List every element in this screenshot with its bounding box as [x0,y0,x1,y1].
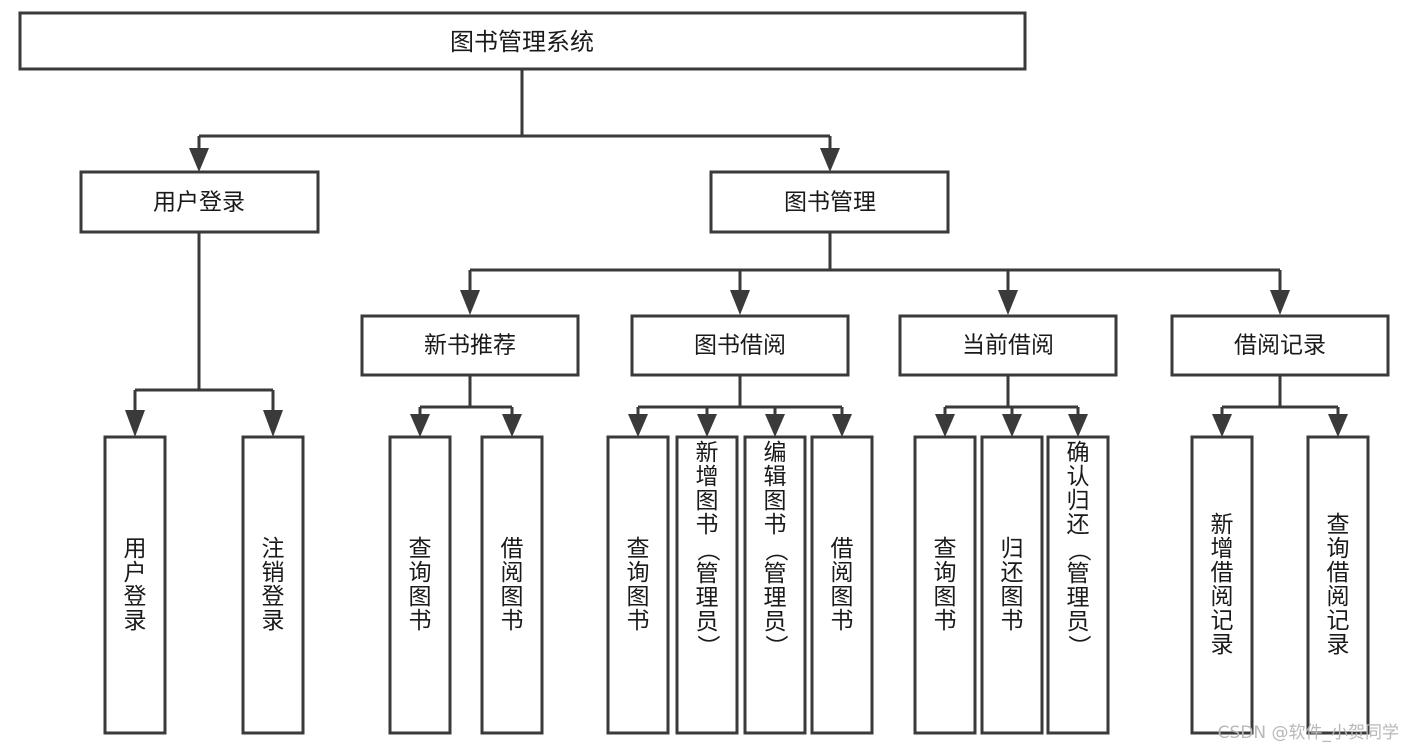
leaf-box-logout[interactable] [241,435,305,735]
arrow-head-icon [765,414,785,437]
node-box [1170,314,1390,377]
node-book-management[interactable]: 图书管理 [709,170,950,234]
node-label: 图书借阅 [694,333,786,359]
arrow-head-icon [189,148,209,172]
arrow-head-icon [1002,414,1022,437]
arrow-head-icon [410,414,430,437]
node-book-borrow[interactable]: 图书借阅 [630,314,850,377]
arrow-head-icon [832,414,852,437]
node-borrow-records[interactable]: 借阅记录 [1170,314,1390,377]
arrow-head-icon [460,290,480,315]
node-root-label: 图书管理系统 [450,28,594,56]
arrow-head-icon [697,414,717,437]
node-box [898,314,1118,377]
connector-records-to-leaves [1212,375,1348,437]
node-box [79,170,320,234]
connector-root-to-level2 [189,69,840,172]
arrow-head-icon [502,414,522,437]
csdn-watermark: CSDN @软件_小贺同学 [1217,723,1399,743]
node-label: 新书推荐 [424,333,516,359]
arrow-head-icon [1068,414,1088,437]
connector-borrow-to-leaves [628,375,852,437]
node-box [360,314,580,377]
leaf-box-query-book-current[interactable] [913,435,977,735]
node-box [709,170,950,234]
node-new-book-recommend[interactable]: 新书推荐 [360,314,580,377]
leaf-box-query-borrow-record[interactable] [1306,435,1370,735]
node-label: 借阅记录 [1234,333,1326,359]
arrow-head-icon [730,290,750,315]
leaf-box-borrow-book-recommend[interactable] [480,435,544,735]
connector-books-to-level3 [460,232,1290,315]
leaf-box-query-book-borrow[interactable] [606,435,670,735]
connector-current-to-leaves [935,375,1088,437]
leaf-box-borrow-book[interactable] [810,435,874,735]
leaf-box-edit-book-admin[interactable] [743,435,807,735]
arrow-head-icon [628,414,648,437]
leaf-box-return-book[interactable] [980,435,1044,735]
arrow-head-icon [935,414,955,437]
arrow-head-icon [820,148,840,172]
node-user-login[interactable]: 用户登录 [79,170,320,234]
arrow-head-icon [1328,414,1348,437]
connector-login-to-leaves [125,232,283,437]
leaf-boxes [103,435,1370,735]
node-label: 当前借阅 [962,333,1054,359]
node-root-box [18,11,1027,71]
node-current-borrow[interactable]: 当前借阅 [898,314,1118,377]
node-label: 用户登录 [153,190,245,216]
node-box [630,314,850,377]
arrow-head-icon [125,410,145,437]
arrow-head-icon [998,290,1018,315]
arrow-head-icon [1270,290,1290,315]
node-root[interactable]: 图书管理系统 [18,11,1027,71]
leaf-box-user-login[interactable] [103,435,167,735]
leaf-box-confirm-return-admin[interactable] [1046,435,1110,735]
leaf-box-query-book-recommend[interactable] [388,435,452,735]
leaf-box-add-book-admin[interactable] [675,435,739,735]
arrow-head-icon [1212,414,1232,437]
node-label: 图书管理 [784,190,876,216]
leaf-box-add-borrow-record[interactable] [1190,435,1254,735]
connector-newbooks-to-leaves [410,375,522,437]
arrow-head-icon [263,410,283,437]
